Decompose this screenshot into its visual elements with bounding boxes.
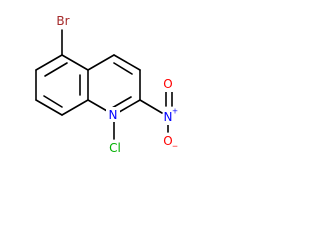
bond (61, 99, 89, 116)
label-mask (106, 140, 124, 155)
charge-minus: − (172, 142, 178, 151)
bond (44, 62, 68, 77)
atom-n-ring: N (109, 108, 118, 122)
atom-cl: Cl (109, 141, 121, 155)
molecule-structure: Br N Cl N + O O − (35, 13, 178, 155)
label-mask (54, 13, 72, 28)
bond (113, 62, 133, 75)
bond (61, 54, 89, 71)
label-mask (163, 110, 177, 125)
label-mask (163, 77, 177, 92)
bond (111, 96, 132, 109)
atom-label-backgrounds (54, 13, 177, 155)
bonds (35, 29, 173, 140)
bond (35, 99, 63, 116)
bond (35, 54, 63, 71)
bond (113, 54, 141, 71)
atom-br: Br (56, 14, 69, 28)
atom-o-top: O (163, 77, 172, 91)
atom-n-nitro: N (164, 110, 173, 124)
charge-plus: + (172, 107, 178, 116)
atom-labels: Br N Cl N + O O − (56, 14, 178, 155)
bond (43, 95, 63, 108)
atom-o-bottom: O (163, 134, 172, 148)
bond (87, 54, 115, 71)
label-mask (163, 134, 177, 149)
label-mask (106, 107, 120, 122)
bond (139, 99, 163, 114)
